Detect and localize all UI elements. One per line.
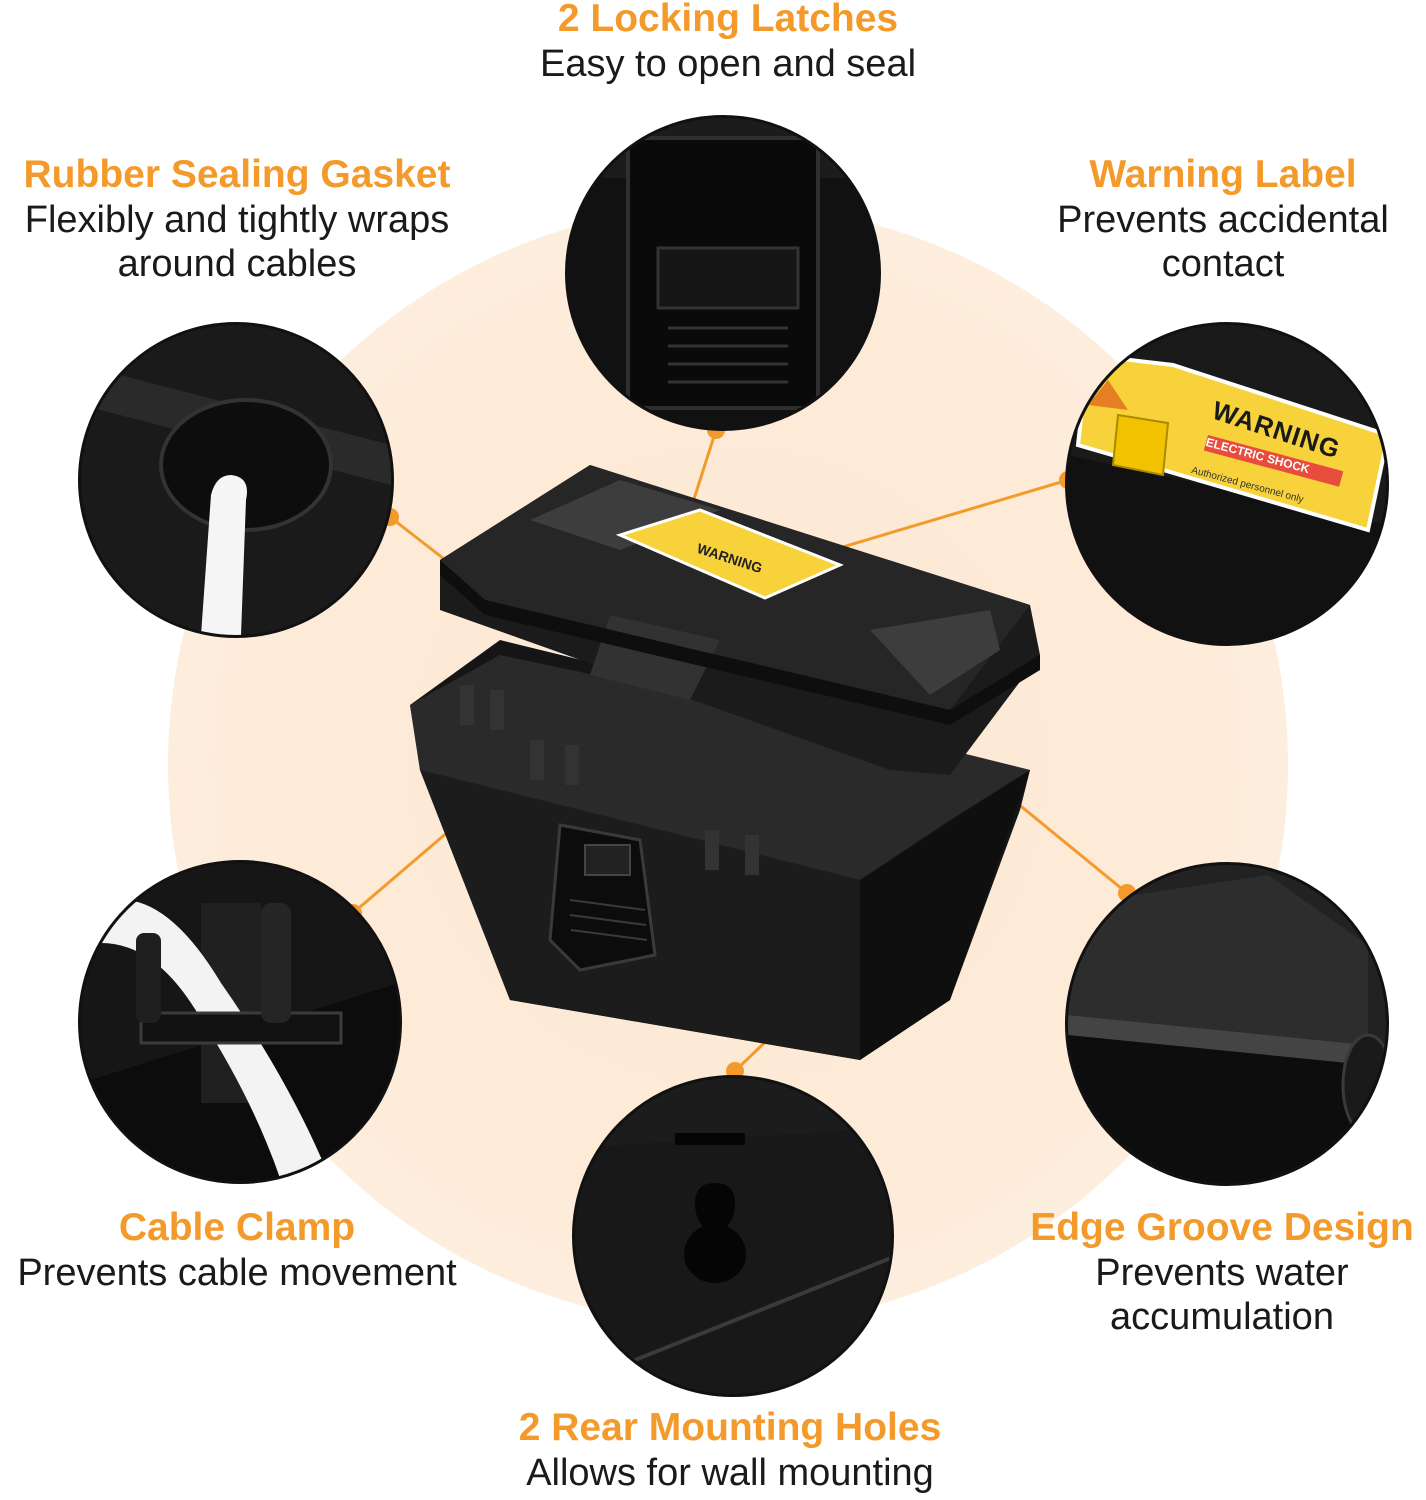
feature-latches-title: 2 Locking Latches [557, 0, 899, 40]
warning-detail-image [1068, 325, 1386, 643]
junction-box-image [410, 465, 1040, 1060]
feature-warning-title: Warning Label [1089, 153, 1357, 196]
latch-detail-circle [565, 115, 881, 431]
gasket-detail-circle [78, 322, 394, 638]
feature-warning-desc-line2: contact [1161, 243, 1285, 285]
feature-groove-desc-line1: Prevents water [1095, 1252, 1349, 1294]
feature-groove-title: Edge Groove Design [1030, 1206, 1414, 1249]
feature-latches-desc: Easy to open and seal [539, 43, 917, 85]
mounting-detail-image [575, 1078, 891, 1394]
feature-clamp-desc: Prevents cable movement [17, 1252, 457, 1294]
gasket-detail-image [81, 325, 391, 635]
mounting-detail-circle [572, 1075, 894, 1397]
latch-detail-image [568, 118, 878, 428]
feature-clamp-title: Cable Clamp [118, 1206, 356, 1249]
feature-clamp: Cable Clamp Prevents cable movement [0, 1205, 474, 1295]
feature-gasket: Rubber Sealing Gasket Flexibly and tight… [0, 152, 474, 286]
clamp-detail-circle [78, 860, 402, 1184]
feature-latches: 2 Locking Latches Easy to open and seal [428, 0, 1028, 86]
clamp-detail-image [81, 863, 399, 1181]
feature-gasket-desc-line2: around cables [117, 243, 357, 285]
feature-gasket-title: Rubber Sealing Gasket [23, 153, 451, 196]
warning-detail-circle: WARNING ELECTRIC SHOCK Authorized person… [1065, 322, 1389, 646]
feature-groove: Edge Groove Design Prevents water accumu… [1018, 1205, 1426, 1339]
feature-groove-desc-line2: accumulation [1110, 1296, 1334, 1338]
feature-mounting-title: 2 Rear Mounting Holes [518, 1406, 942, 1449]
feature-gasket-desc-line1: Flexibly and tightly wraps [24, 199, 450, 241]
feature-mounting: 2 Rear Mounting Holes Allows for wall mo… [430, 1405, 1030, 1495]
groove-detail-circle [1065, 862, 1389, 1186]
groove-detail-image [1068, 865, 1386, 1183]
feature-mounting-desc: Allows for wall mounting [526, 1452, 934, 1494]
feature-warning-desc-line1: Prevents accidental [1057, 199, 1389, 241]
feature-warning: Warning Label Prevents accidental contac… [1020, 152, 1426, 286]
